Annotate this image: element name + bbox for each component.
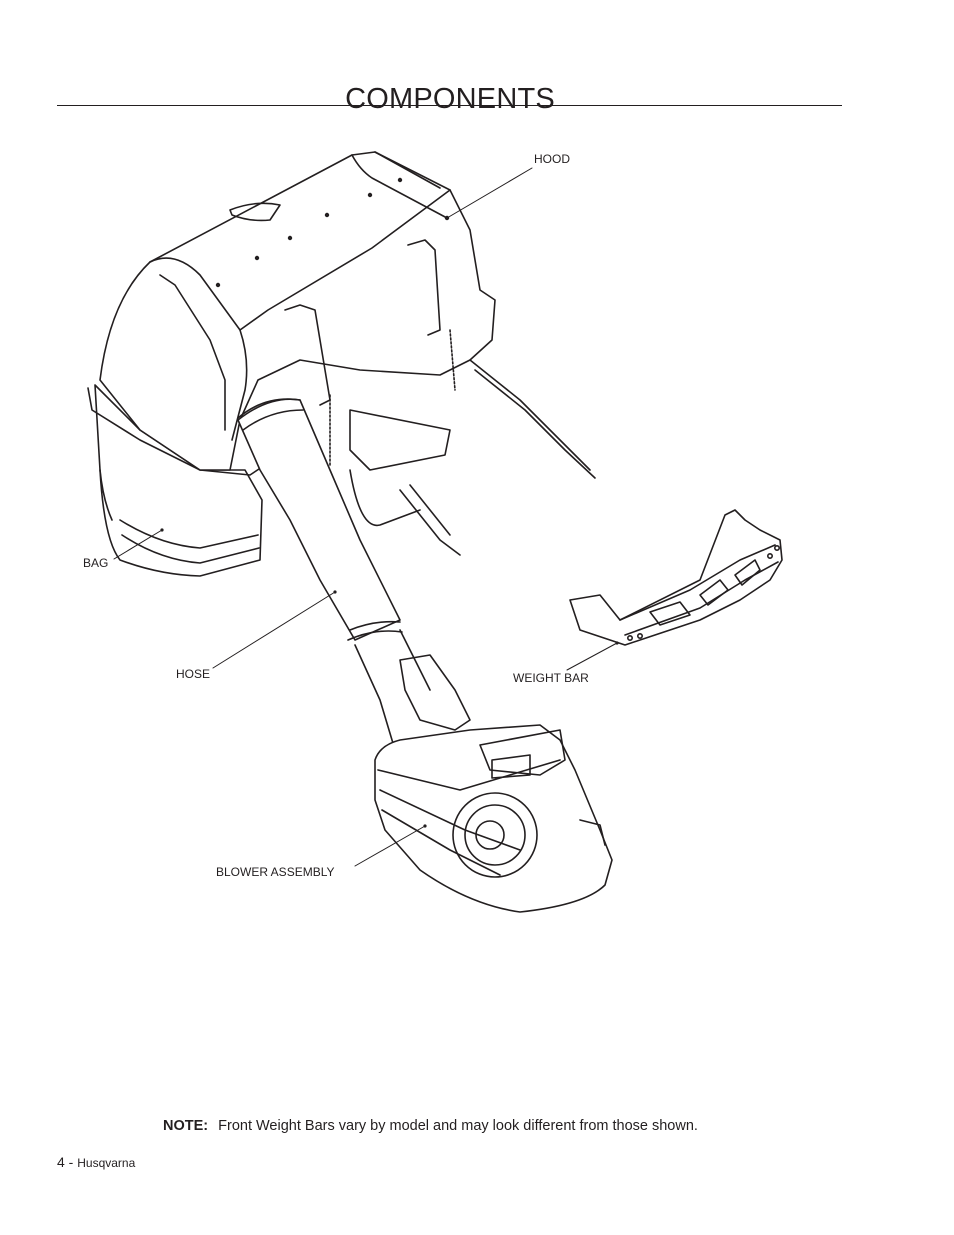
weight-bar-illustration xyxy=(569,509,783,646)
note: NOTE: Front Weight Bars vary by model an… xyxy=(163,1118,698,1134)
blower-assembly-illustration xyxy=(374,654,613,913)
weight-bar-callout: WEIGHT BAR xyxy=(513,671,589,685)
hose-illustration xyxy=(237,398,431,751)
hose-callout: HOSE xyxy=(176,667,211,681)
hood-illustration xyxy=(99,151,596,556)
title-divider xyxy=(57,105,842,106)
blower-assembly-callout: BLOWER ASSEMBLY xyxy=(216,865,335,879)
components-illustration xyxy=(87,151,783,913)
page-number: 4 - xyxy=(57,1154,74,1170)
bag-illustration xyxy=(87,384,266,577)
page-title: COMPONENTS xyxy=(345,83,555,116)
note-text: Front Weight Bars vary by model and may … xyxy=(218,1118,698,1134)
callout-leaders xyxy=(113,167,618,867)
note-label: NOTE: xyxy=(163,1118,209,1134)
bag-callout: BAG xyxy=(83,556,109,570)
page-footer: 4 - Husqvarna xyxy=(57,1154,135,1170)
brand-name: Husqvarna xyxy=(77,1156,136,1170)
hood-callout: HOOD xyxy=(534,152,570,166)
